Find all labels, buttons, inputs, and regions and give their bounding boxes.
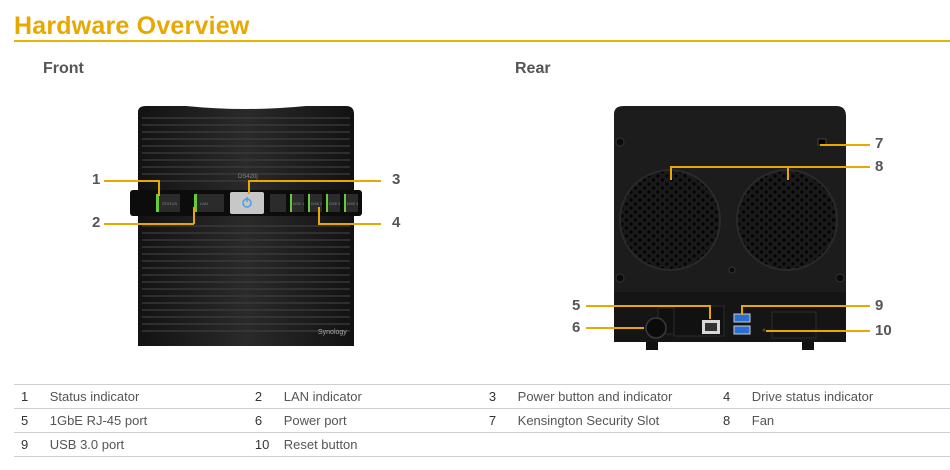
callout-line-8 bbox=[670, 166, 870, 168]
callout-10: 10 bbox=[875, 322, 892, 339]
table-row: 9 USB 3.0 port 10 Reset button bbox=[14, 432, 950, 457]
fan-right bbox=[737, 170, 837, 270]
callout-1: 1 bbox=[92, 171, 101, 188]
led-label-disk3: DISK 3 bbox=[329, 202, 340, 206]
power-port bbox=[645, 317, 667, 339]
item-description bbox=[517, 432, 717, 457]
callout-line-4b bbox=[318, 207, 320, 224]
led-label-status: STATUS bbox=[162, 201, 178, 206]
item-description: Status indicator bbox=[49, 384, 248, 409]
page-title: Hardware Overview bbox=[14, 12, 250, 40]
item-number: 7 bbox=[481, 408, 518, 433]
callout-line-5 bbox=[586, 305, 710, 307]
legend-table: 1 Status indicator 2 LAN indicator 3 Pow… bbox=[14, 384, 950, 457]
callout-line-2b bbox=[193, 207, 195, 224]
callout-9: 9 bbox=[875, 297, 884, 314]
callout-6: 6 bbox=[572, 319, 581, 336]
rear-label: Rear bbox=[515, 60, 551, 77]
callout-line-4 bbox=[318, 223, 381, 225]
callout-line-3b bbox=[248, 180, 250, 194]
item-description: Kensington Security Slot bbox=[517, 408, 717, 433]
table-row: 1 Status indicator 2 LAN indicator 3 Pow… bbox=[14, 384, 950, 409]
item-description: Power button and indicator bbox=[517, 384, 717, 409]
callout-7: 7 bbox=[875, 135, 884, 152]
item-number bbox=[716, 432, 752, 457]
usb-port-icon bbox=[733, 313, 751, 323]
item-description: LAN indicator bbox=[283, 384, 482, 409]
item-number: 1 bbox=[14, 384, 50, 409]
item-number: 10 bbox=[247, 432, 284, 457]
item-description: Fan bbox=[751, 408, 950, 433]
item-number: 5 bbox=[14, 408, 50, 433]
nas-rear-image bbox=[614, 106, 846, 350]
callout-line-9 bbox=[741, 305, 870, 307]
callout-line-2 bbox=[104, 223, 194, 225]
callout-line-8b bbox=[787, 166, 789, 180]
callout-3: 3 bbox=[392, 171, 401, 188]
item-number: 9 bbox=[14, 432, 50, 457]
item-description: 1GbE RJ-45 port bbox=[49, 408, 248, 433]
item-number bbox=[481, 432, 518, 457]
callout-line-8a bbox=[670, 166, 672, 180]
model-text: DS420j bbox=[238, 174, 258, 180]
callout-5: 5 bbox=[572, 297, 581, 314]
callout-line-3 bbox=[248, 180, 381, 182]
item-description: Drive status indicator bbox=[751, 384, 950, 409]
callout-line-10 bbox=[766, 330, 870, 332]
led-label-disk4: DISK 4 bbox=[347, 202, 358, 206]
usb-port-icon-2 bbox=[733, 325, 751, 335]
led-label-disk1: DISK 1 bbox=[293, 202, 304, 206]
callout-line-1b bbox=[158, 180, 160, 196]
item-number: 4 bbox=[716, 384, 752, 409]
brand-logo: Synology bbox=[318, 329, 347, 336]
front-label: Front bbox=[43, 60, 84, 77]
item-number: 8 bbox=[716, 408, 752, 433]
table-row: 5 1GbE RJ-45 port 6 Power port 7 Kensing… bbox=[14, 408, 950, 433]
callout-4: 4 bbox=[392, 214, 401, 231]
item-number: 2 bbox=[247, 384, 284, 409]
item-description bbox=[751, 432, 950, 457]
reset-button bbox=[762, 328, 766, 332]
callout-line-7 bbox=[820, 144, 870, 146]
item-description: USB 3.0 port bbox=[49, 432, 248, 457]
item-description: Reset button bbox=[283, 432, 482, 457]
callout-line-6 bbox=[586, 327, 644, 329]
callout-line-1 bbox=[104, 180, 159, 182]
item-number: 3 bbox=[481, 384, 518, 409]
item-description: Power port bbox=[283, 408, 482, 433]
callout-line-9b bbox=[741, 305, 743, 315]
led-label-disk2: DISK 2 bbox=[311, 202, 322, 206]
fan-left bbox=[620, 170, 720, 270]
callout-2: 2 bbox=[92, 214, 101, 231]
item-number: 6 bbox=[247, 408, 284, 433]
title-rule bbox=[14, 40, 950, 42]
callout-line-5b bbox=[709, 305, 711, 319]
callout-8: 8 bbox=[875, 158, 884, 175]
nas-front-image: DS420j STATUS LAN DISK 1 DISK 2 DISK 3 D… bbox=[130, 106, 362, 346]
led-label-lan: LAN bbox=[200, 201, 208, 206]
